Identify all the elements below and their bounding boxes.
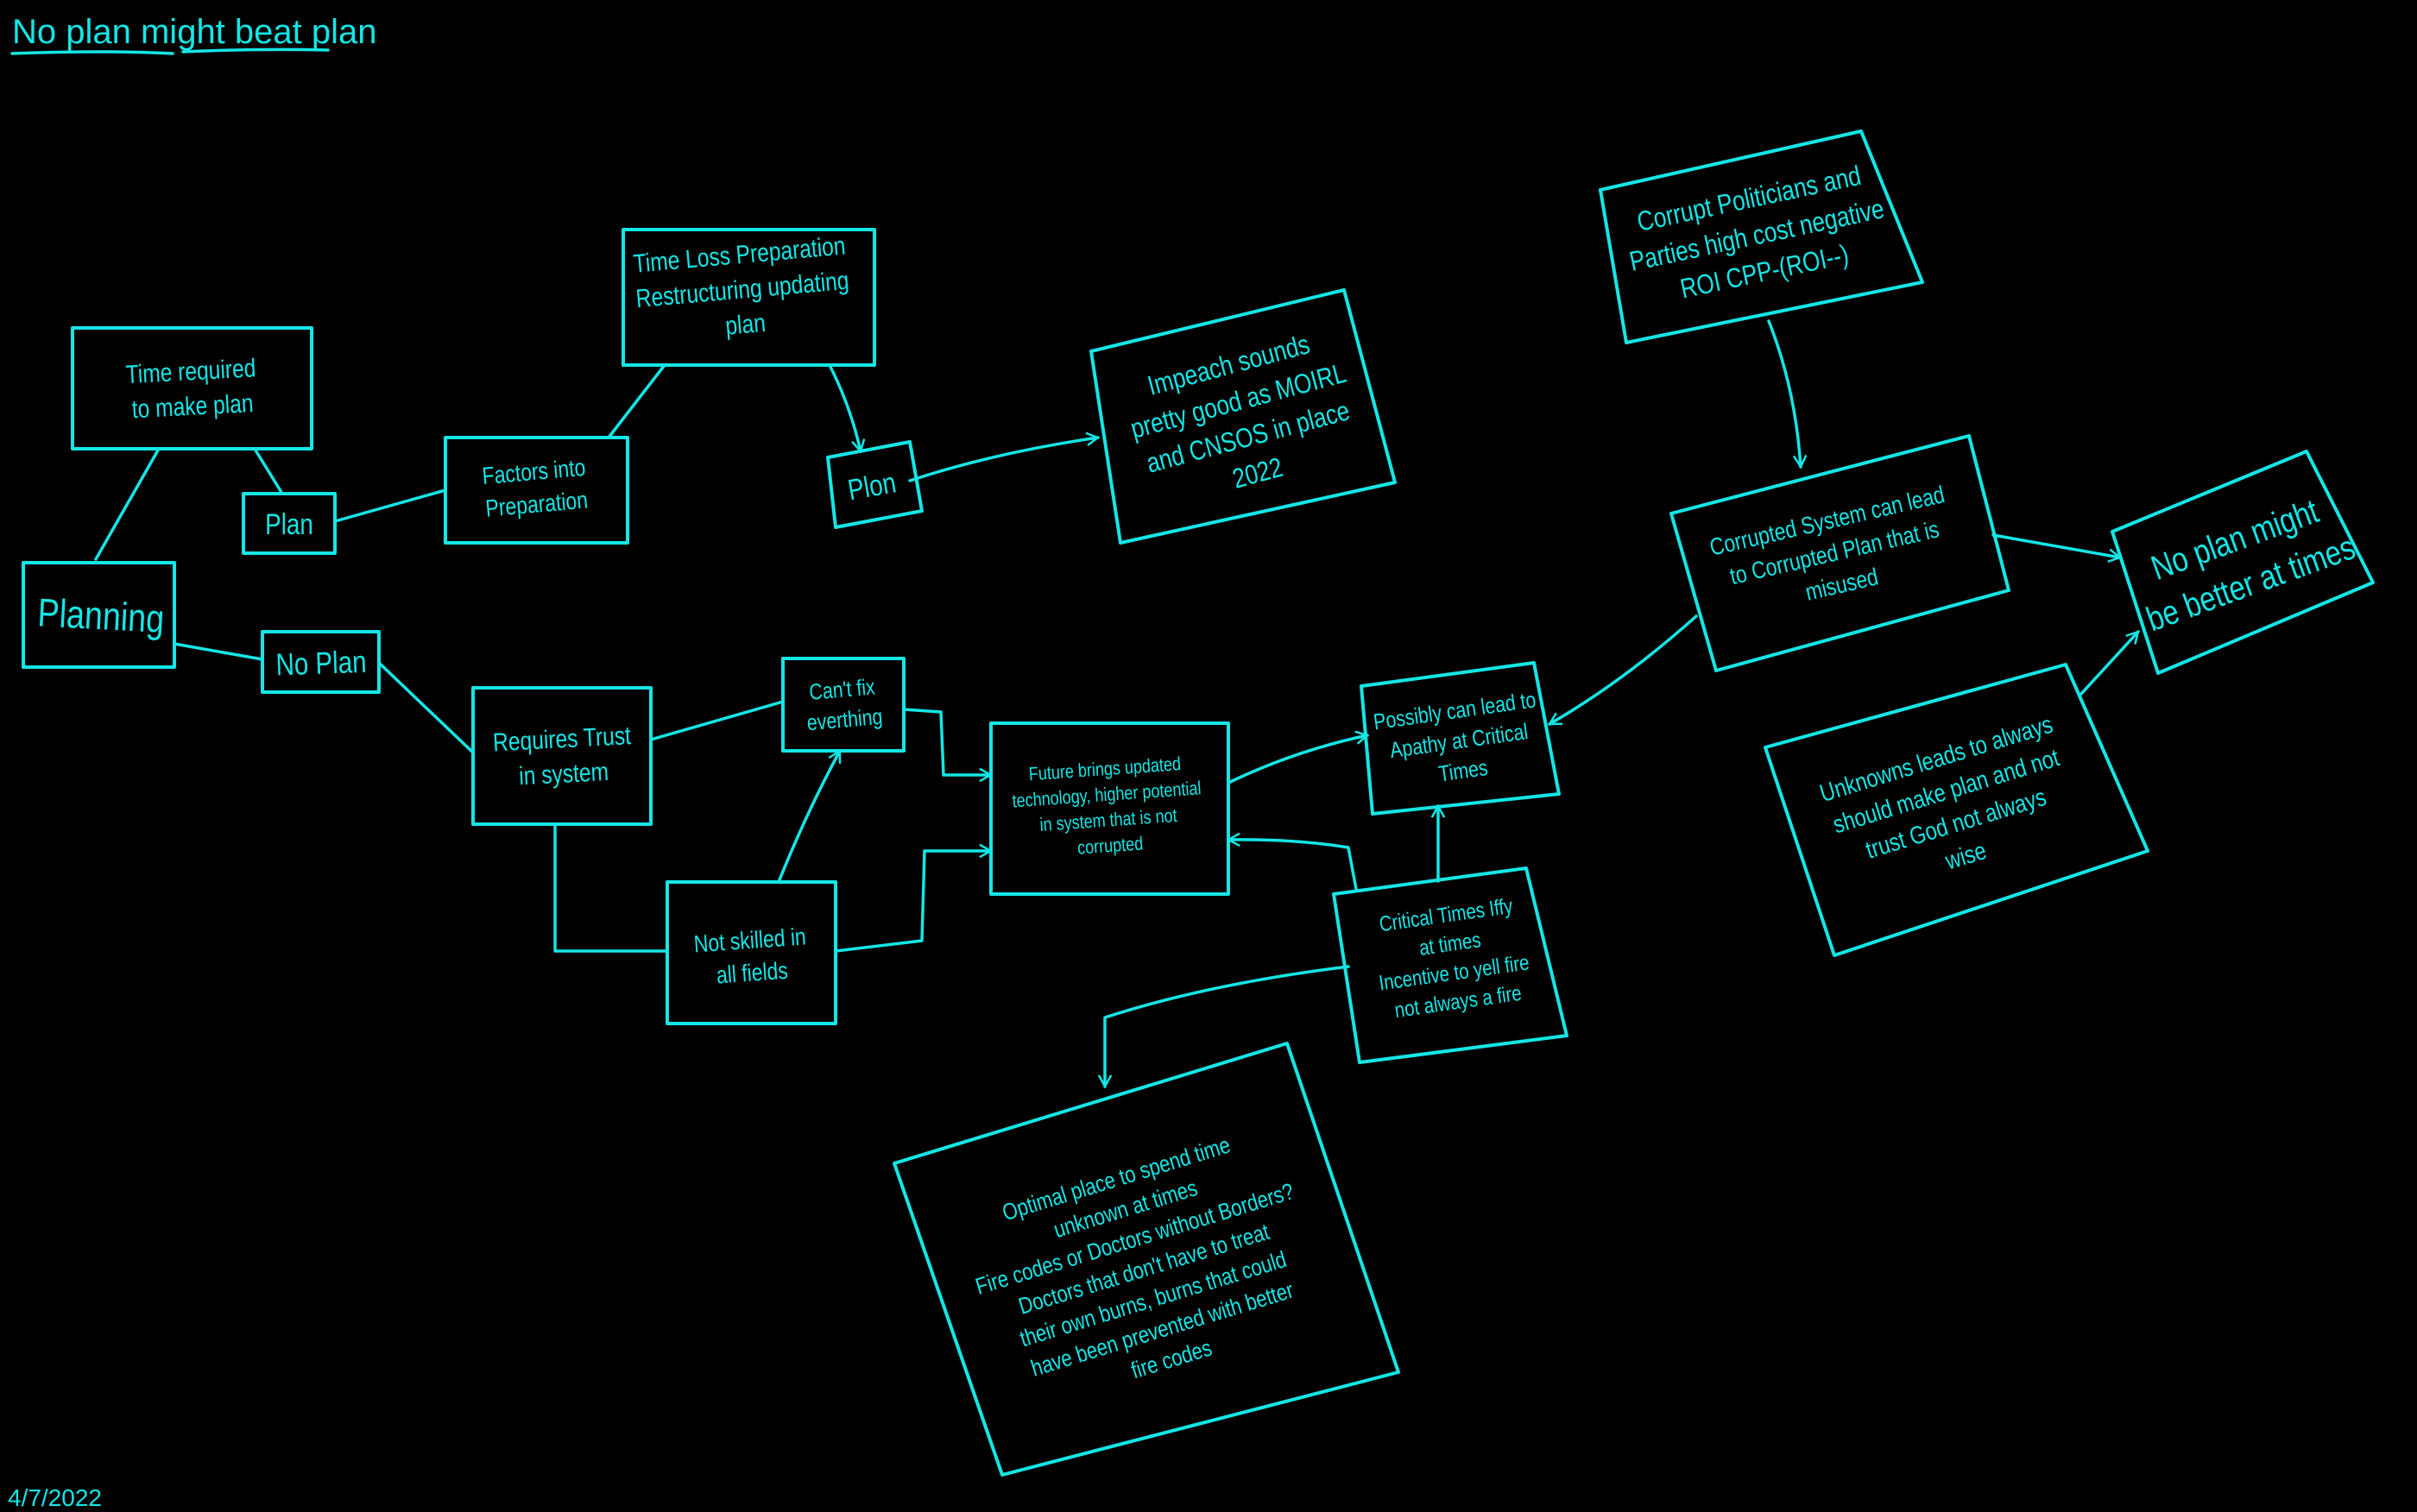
arrow-connector xyxy=(777,748,842,884)
node-text-line: Time required xyxy=(125,353,256,389)
date-label: 4/7/2022 xyxy=(8,1484,102,1511)
node-box xyxy=(1089,288,1397,545)
node-text-line: plan xyxy=(724,308,767,341)
node-text-line: at times xyxy=(1417,927,1482,960)
arrow-connector xyxy=(2079,630,2140,696)
node-text-line: wise xyxy=(1941,836,1990,876)
node-text-line: Can't fix xyxy=(808,674,876,705)
node-text-line: 2022 xyxy=(1229,452,1285,495)
node-box xyxy=(1360,661,1561,816)
line-connector xyxy=(553,822,669,953)
node-box xyxy=(2111,450,2375,675)
line-connector xyxy=(649,700,785,741)
node-plan[interactable]: Plan xyxy=(242,492,337,555)
node-text-line: No Plan xyxy=(275,644,367,682)
node-box xyxy=(1669,434,2010,672)
node-text-line: Times xyxy=(1437,755,1490,787)
node-box xyxy=(826,440,924,529)
node-text-line: Preparation xyxy=(484,487,589,522)
node-text-line: Factors into xyxy=(481,455,586,490)
node-box xyxy=(261,630,381,694)
node-box xyxy=(71,326,313,450)
node-box xyxy=(22,561,176,669)
node-box xyxy=(781,657,906,753)
node-planning[interactable]: Planning xyxy=(22,561,176,669)
line-connector xyxy=(377,661,475,754)
line-connector xyxy=(94,447,161,561)
node-text-line: in system xyxy=(518,757,609,791)
arrow-connector xyxy=(1991,533,2123,563)
arrow-connector xyxy=(1226,832,1358,891)
arrow-connector xyxy=(1767,319,1808,469)
node-text-line: Plan xyxy=(265,507,313,540)
node-text-line: to make plan xyxy=(131,388,254,424)
arrow-connector xyxy=(834,843,994,953)
arrow-connector xyxy=(1097,965,1350,1089)
arrow-connector xyxy=(1547,614,1698,726)
node-box xyxy=(1764,663,2149,957)
line-connector xyxy=(253,447,284,495)
node-box xyxy=(893,1042,1400,1477)
title-underline xyxy=(10,47,330,55)
node-text-line: Requires Trust xyxy=(492,721,632,757)
connectors xyxy=(94,319,2140,1089)
node-box xyxy=(989,721,1230,896)
arrow-connector xyxy=(828,363,866,454)
node-no-plan[interactable]: No Plan xyxy=(261,630,381,694)
arrow-connector xyxy=(908,432,1101,482)
node-plon[interactable]: Plon xyxy=(826,440,924,529)
node-text-line: all fields xyxy=(716,958,789,989)
arrow-connector xyxy=(902,708,994,783)
line-connector xyxy=(173,642,264,661)
node-box xyxy=(444,436,629,545)
node-box xyxy=(242,492,337,555)
line-connector xyxy=(333,488,447,523)
node-box xyxy=(622,228,876,367)
node-text-line: Critical Times Iffy xyxy=(1378,893,1515,936)
node-text-line: Plon xyxy=(845,466,899,507)
node-box xyxy=(666,880,837,1025)
node-text-line: corrupted xyxy=(1076,834,1144,859)
node-text-line: everthing xyxy=(806,704,884,736)
node-box xyxy=(471,686,653,826)
node-text-line: Not skilled in xyxy=(693,923,807,958)
node-text-line: in system that is not xyxy=(1039,805,1178,835)
arrow-connector xyxy=(1227,730,1370,784)
line-connector xyxy=(607,363,666,439)
node-box xyxy=(1599,129,1924,344)
node-text-line: Planning xyxy=(36,590,165,641)
page-title: No plan might beat plan xyxy=(12,13,377,51)
node-box xyxy=(1332,866,1568,1064)
